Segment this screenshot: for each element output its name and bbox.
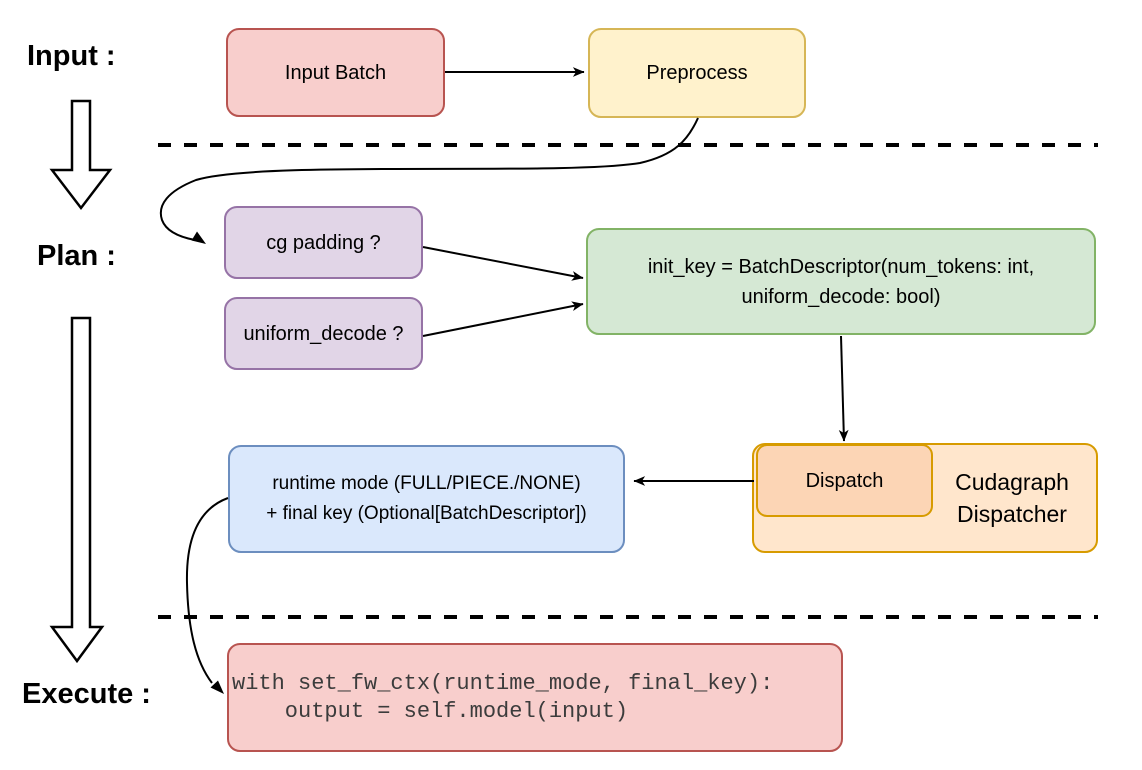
section-label-execute: Execute : [22,678,151,710]
node-dispatch-label: Dispatch [805,469,884,492]
node-init-key: init_key = BatchDescriptor(num_tokens: i… [586,228,1096,335]
node-init-key-line1: init_key = BatchDescriptor(num_tokens: i… [647,255,1035,278]
node-uniform-decode: uniform_decode ? [224,297,423,370]
node-runtime-mode-line2: + final key (Optional[BatchDescriptor]) [266,503,587,524]
code-line-1: with set_fw_ctx(runtime_mode, final_key)… [232,670,774,696]
node-dispatch: Dispatch [756,444,933,517]
node-execute-code: with set_fw_ctx(runtime_mode, final_key)… [227,643,843,752]
node-cudagraph-line1: Cudagraph [955,469,1069,495]
curve-preprocess-arrowhead [191,231,206,244]
node-preprocess-label: Preprocess [646,62,748,84]
node-init-key-line2: uniform_decode: bool) [741,285,941,308]
curve-runtime-to-code [185,497,229,684]
node-cg-padding-label: cg padding ? [266,231,381,254]
arrow-initkey-to-dispatch [838,335,849,442]
arrow-cgpadding-to-initkey [422,246,584,281]
node-runtime-mode: runtime mode (FULL/PIECE./NONE) + final … [228,445,625,553]
node-runtime-mode-line1: runtime mode (FULL/PIECE./NONE) [272,473,581,494]
node-input-batch: Input Batch [226,28,445,117]
node-preprocess: Preprocess [588,28,806,118]
section-label-plan: Plan : [37,240,116,272]
node-cudagraph-line2: Dispatcher [957,501,1067,527]
node-cudagraph-dispatcher-label: Cudagraph Dispatcher [928,445,1096,551]
node-cg-padding: cg padding ? [224,206,423,279]
section-label-input: Input : [27,40,116,72]
node-uniform-decode-label: uniform_decode ? [243,322,404,345]
hollow-arrow-plan-to-execute [49,316,105,664]
arrow-uniformdecode-to-initkey [422,301,584,337]
hollow-arrow-input-to-plan [49,99,113,211]
curve-runtime-arrowhead [210,680,224,694]
code-line-2: output = self.model(input) [232,698,629,724]
node-input-batch-label: Input Batch [284,61,387,84]
